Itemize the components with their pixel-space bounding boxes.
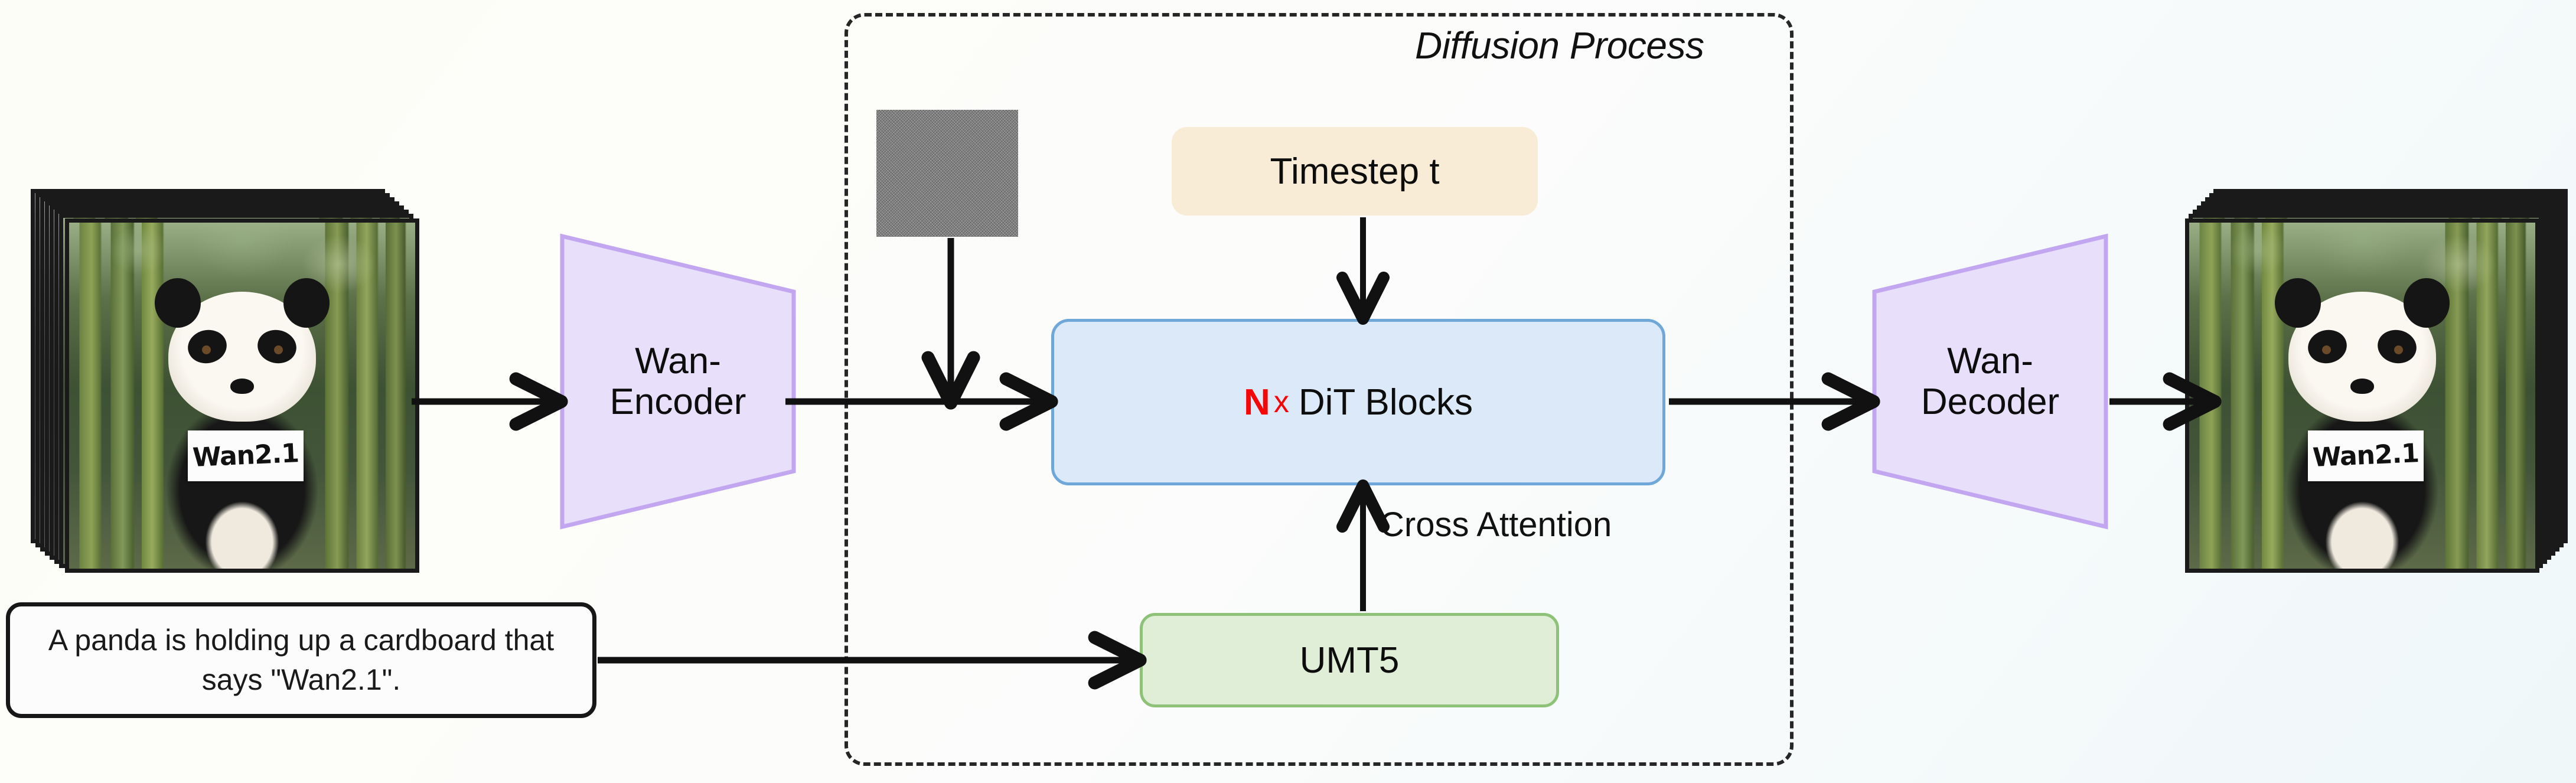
output-video-frame-stack: Wan2.1 bbox=[2185, 189, 2568, 573]
umt5-node[interactable]: UMT5 bbox=[1140, 613, 1559, 707]
diffusion-process-region bbox=[844, 13, 1794, 766]
gaussian-noise-patch bbox=[876, 110, 1018, 237]
cross-attention-label: Cross Attention bbox=[1380, 505, 1612, 544]
dit-blocks-label: DiT Blocks bbox=[1298, 381, 1473, 423]
output-sign: Wan2.1 bbox=[2308, 430, 2424, 481]
timestep-node[interactable]: Timestep t bbox=[1172, 127, 1538, 216]
text-prompt: A panda is holding up a cardboard that s… bbox=[48, 623, 555, 697]
umt5-label: UMT5 bbox=[1299, 640, 1400, 681]
input-frame-front: Wan2.1 bbox=[65, 218, 419, 573]
input-video-frame-stack: Wan2.1 bbox=[31, 189, 419, 573]
dit-times-symbol: x bbox=[1273, 385, 1289, 419]
input-sign: Wan2.1 bbox=[188, 430, 304, 481]
timestep-label: Timestep t bbox=[1270, 151, 1440, 192]
output-frame-front: Wan2.1 bbox=[2185, 218, 2539, 573]
text-prompt-box[interactable]: A panda is holding up a cardboard that s… bbox=[6, 602, 596, 718]
dit-repeat-count: N bbox=[1244, 381, 1270, 423]
diffusion-process-label: Diffusion Process bbox=[1415, 24, 1704, 67]
